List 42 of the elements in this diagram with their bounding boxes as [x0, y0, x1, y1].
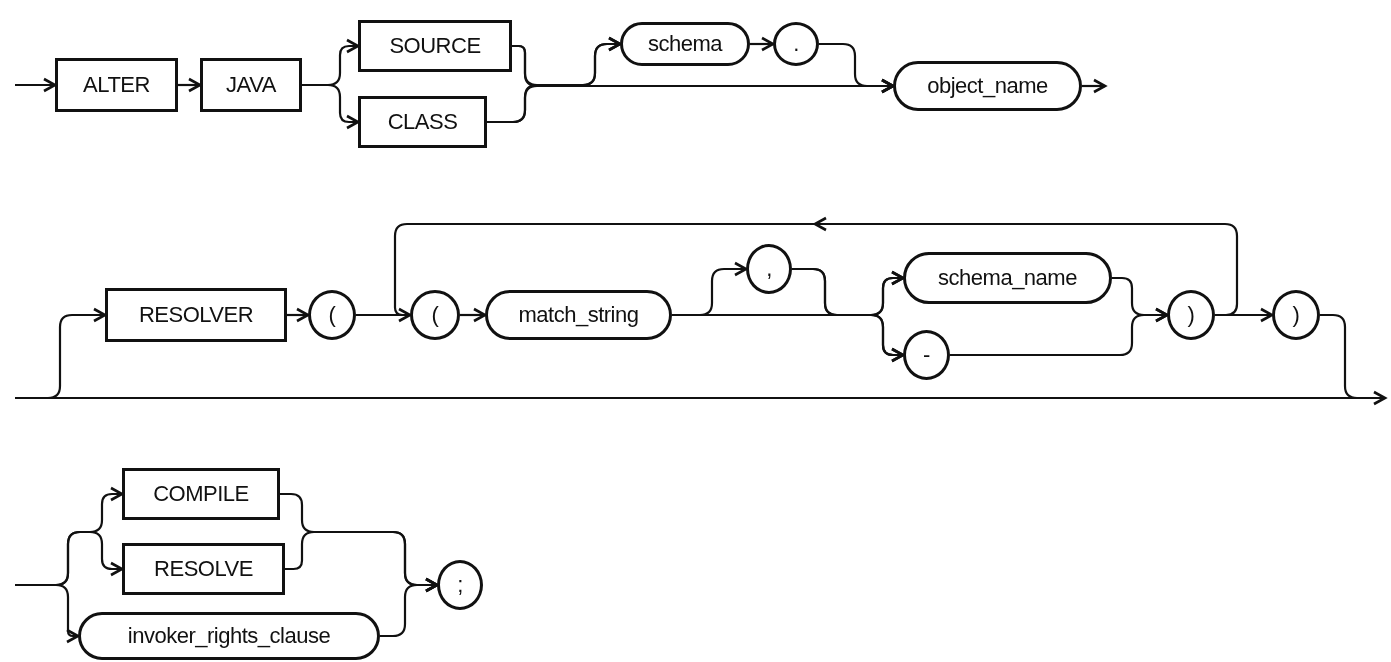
syntax-token: CLASS: [387, 109, 458, 135]
syntax-token: ,: [766, 256, 772, 282]
syntax-token: ): [1292, 302, 1300, 328]
symbol-circle: [437, 560, 483, 610]
syntax-token: -: [923, 342, 930, 368]
parameter-pill: [485, 290, 672, 340]
keyword-box: [358, 96, 487, 148]
syntax-token: SOURCE: [389, 33, 481, 59]
syntax-token: RESOLVER: [138, 302, 254, 328]
syntax-token: ALTER: [83, 72, 150, 98]
syntax-token: ): [1187, 302, 1195, 328]
syntax-token: RESOLVE: [154, 556, 253, 582]
keyword-box: [358, 20, 512, 72]
symbol-circle: [1167, 290, 1215, 340]
syntax-token: COMPILE: [153, 481, 249, 507]
parameter-pill: [893, 61, 1082, 111]
syntax-token: (: [431, 302, 439, 328]
syntax-token: schema: [647, 31, 722, 57]
keyword-box: [122, 468, 280, 520]
syntax-token: ;: [457, 572, 463, 598]
keyword-box: [122, 543, 285, 595]
arrow: [1082, 78, 1108, 94]
keyword-box: [105, 288, 287, 342]
syntax-token: .: [793, 31, 799, 57]
symbol-circle: [773, 22, 819, 66]
symbol-circle: [410, 290, 460, 340]
symbol-circle: [746, 244, 792, 294]
symbol-circle: [1272, 290, 1320, 340]
arrow: [1320, 313, 1388, 406]
keyword-box: [55, 58, 178, 112]
syntax-token: object_name: [927, 73, 1048, 99]
keyword-box: [200, 58, 302, 112]
syntax-token: invoker_rights_clause: [127, 623, 331, 649]
syntax-token: JAVA: [226, 72, 276, 98]
syntax-token: schema_name: [938, 265, 1077, 291]
parameter-pill: [78, 612, 380, 660]
parameter-pill: [620, 22, 750, 66]
syntax-token: match_string: [518, 302, 639, 328]
symbol-circle: [903, 330, 950, 380]
symbol-circle: [308, 290, 356, 340]
parameter-pill: [903, 252, 1112, 304]
syntax-token: (: [328, 302, 336, 328]
